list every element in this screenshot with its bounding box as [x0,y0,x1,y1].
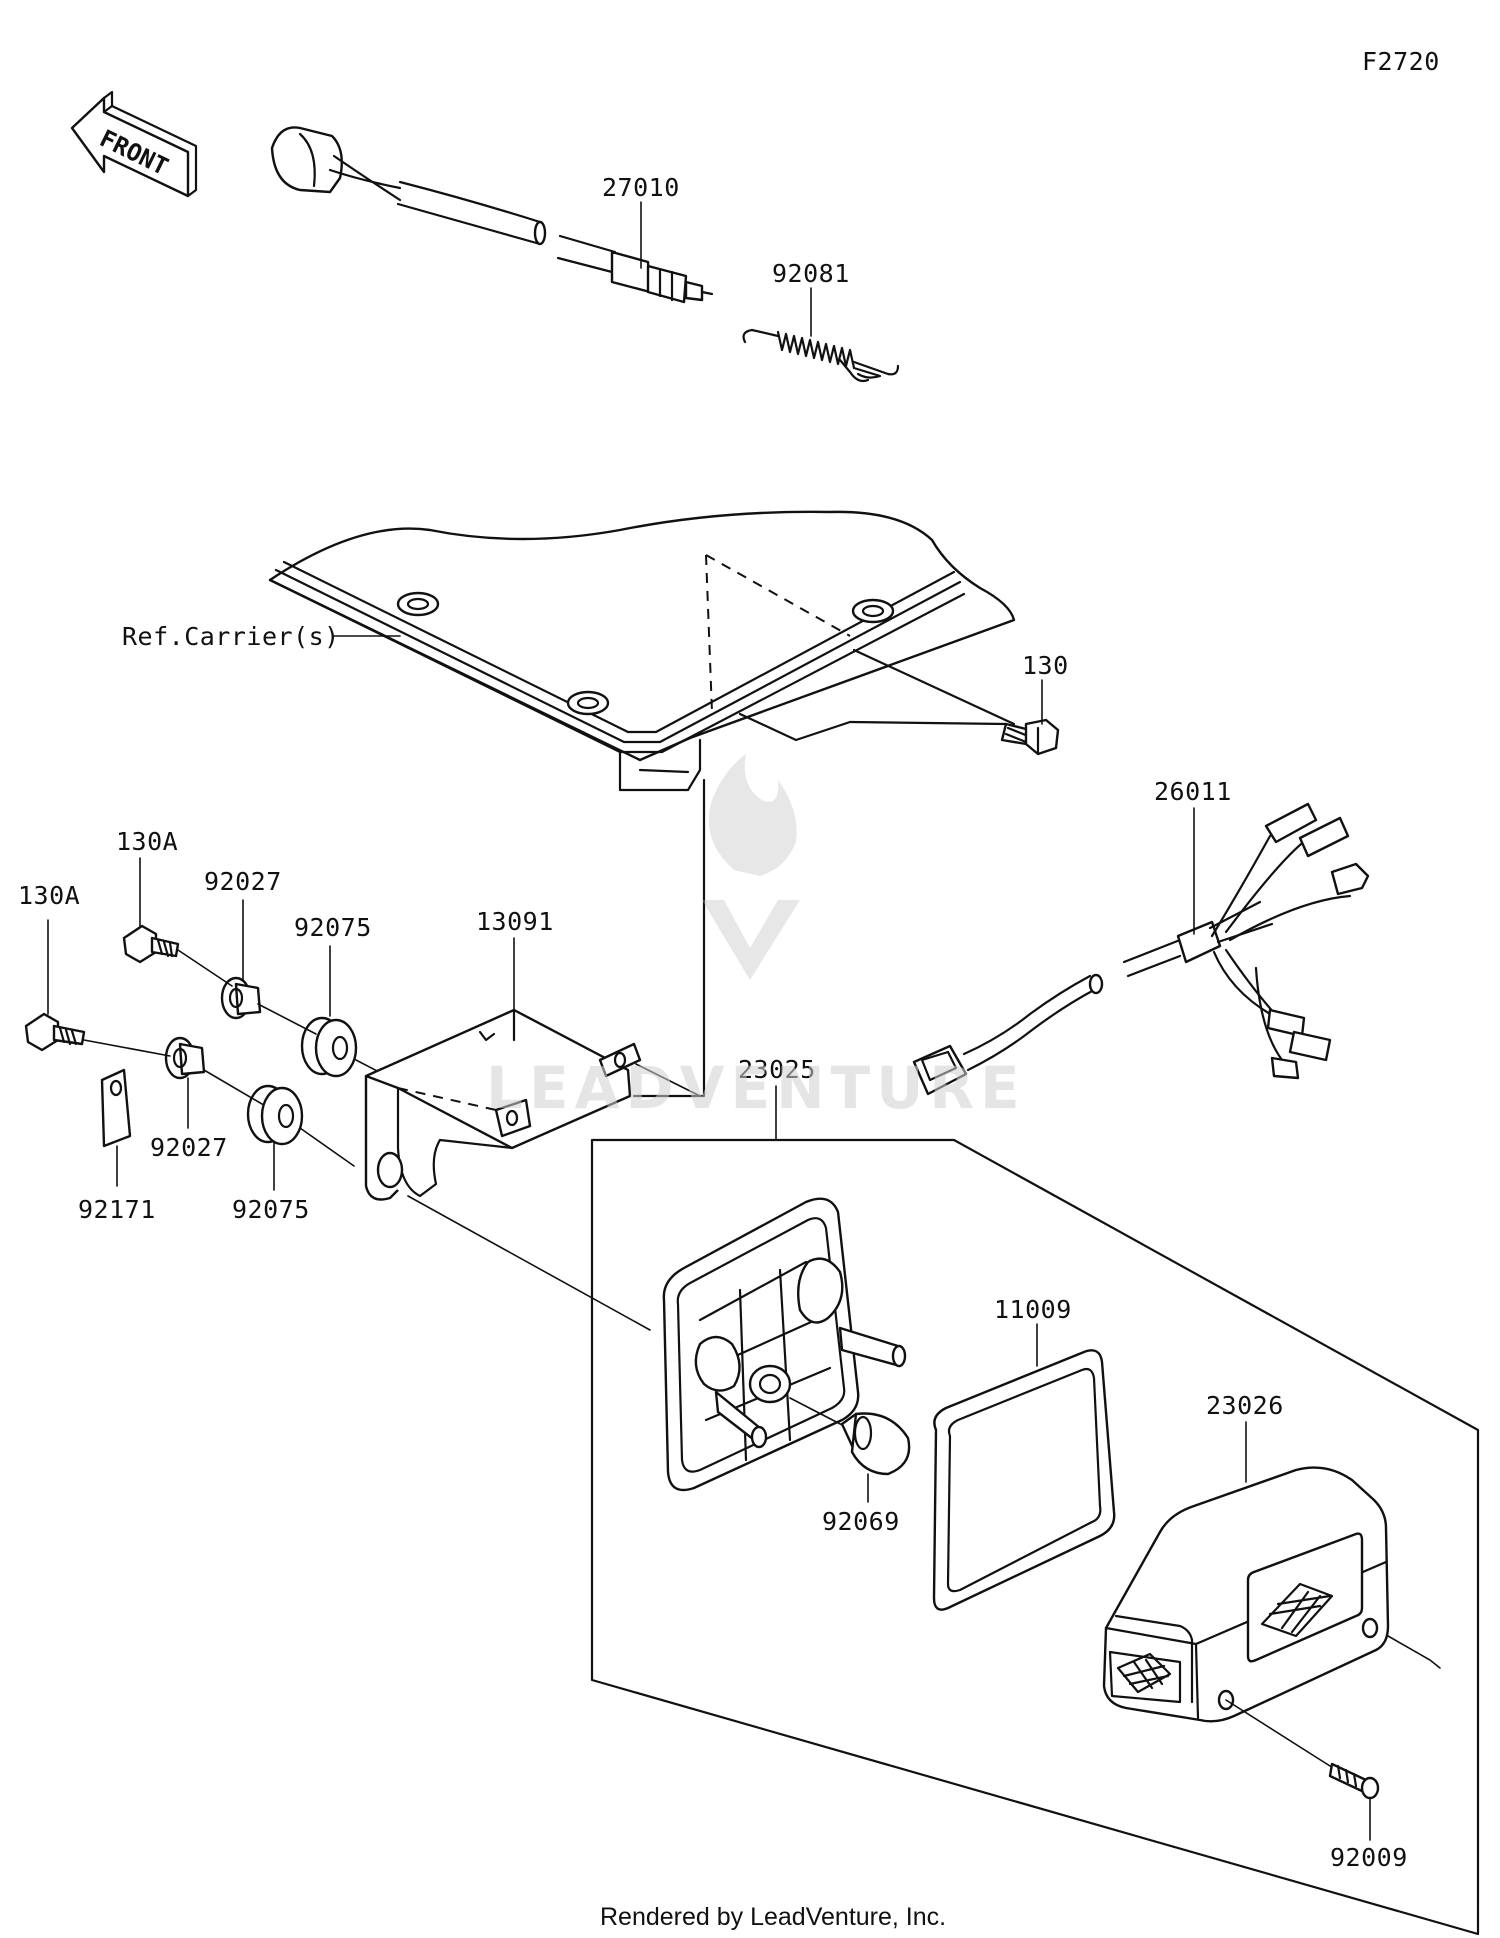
gasket-11009 [932,1349,1116,1611]
switch-27010 [270,126,714,304]
bolt-130a-lower [24,1012,86,1052]
bracket-13091 [364,1008,642,1201]
label-26011: 26011 [1154,777,1232,806]
carrier-plate [268,510,1016,792]
label-92081: 92081 [772,259,850,288]
label-130: 130 [1022,651,1069,680]
bolt-130a-upper [122,924,180,964]
label-27010: 27010 [602,173,680,202]
screw-92009 [1225,1699,1380,1800]
plate-92171 [100,1068,132,1148]
watermark-logo-icon [702,754,800,980]
label-130a-lower: 130A [18,881,80,910]
footer: Rendered by LeadVenture, Inc. [600,1903,946,1931]
label-23025: 23025 [738,1055,816,1084]
label-92009: 92009 [1330,1843,1408,1872]
label-130a-upper: 130A [116,827,178,856]
reference-label: Ref.Carrier(s) [122,622,340,651]
bolt-130 [1000,718,1060,756]
lamp-base [662,1197,907,1492]
label-13091: 13091 [476,907,554,936]
label-23026: 23026 [1206,1391,1284,1420]
label-92027-upper: 92027 [204,867,282,896]
label-92069: 92069 [822,1507,900,1536]
label-92027-lower: 92027 [150,1133,228,1162]
watermark: LEADVENTURE [486,1054,1026,1122]
collar-92027-upper [220,976,262,1020]
label-92075-lower: 92075 [232,1195,310,1224]
spring-92081 [742,328,900,383]
diagram-code: F2720 [1362,47,1440,76]
lens-23026 [1102,1466,1390,1723]
harness-26011 [912,802,1370,1096]
front-arrow-icon: FRONT [70,90,198,198]
collar-92027-lower [164,1036,206,1080]
grommet-92075-lower [246,1084,304,1146]
bulb-92069 [789,1397,911,1476]
label-11009: 11009 [994,1295,1072,1324]
grommet-92075-upper [300,1016,358,1078]
label-92171: 92171 [78,1195,156,1224]
label-92075-upper: 92075 [294,913,372,942]
